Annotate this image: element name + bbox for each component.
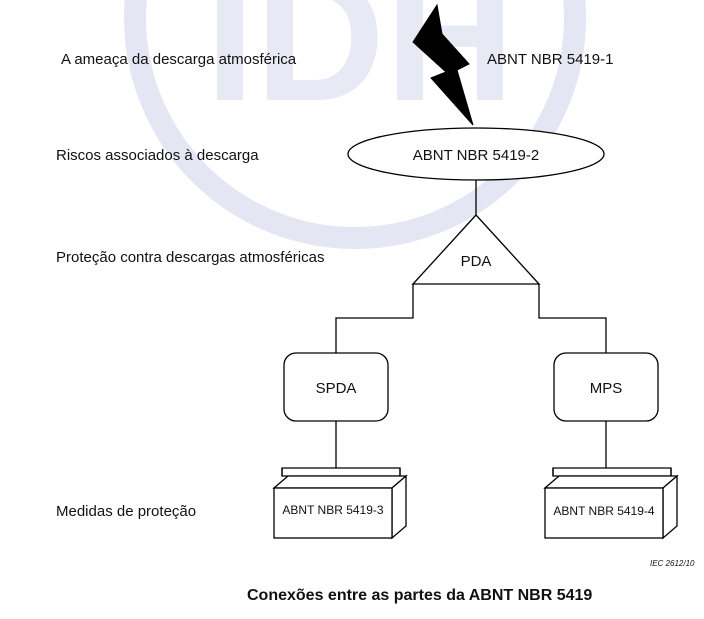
node-part3: ABNT NBR 5419-3 [272,467,408,540]
figure-reference: IEC 2612/10 [650,559,695,568]
level-label-risks: Riscos associados à descarga [56,147,259,164]
node-spda-label: SPDA [316,380,357,397]
node-pda-label: PDA [461,253,492,270]
node-part3-label: ABNT NBR 5419-3 [282,503,383,517]
node-part2-label: ABNT NBR 5419-2 [413,147,539,164]
level-label-measures: Medidas de proteção [56,503,196,520]
level-label-protection: Proteção contra descargas atmosféricas [56,249,324,266]
node-mps-label: MPS [590,380,623,397]
node-part4: ABNT NBR 5419-4 [543,467,679,540]
connector-pda-spda [335,284,414,353]
watermark-text: IDH [205,0,515,139]
connector-pda-mps [538,284,607,353]
node-part1-label: ABNT NBR 5419-1 [487,51,613,68]
node-part4-label: ABNT NBR 5419-4 [553,504,654,518]
figure-caption: Conexões entre as partes da ABNT NBR 541… [247,587,592,604]
lightning-bolt-icon [412,3,474,126]
watermark: IDH [124,0,586,249]
watermark-ring [124,0,586,249]
node-pda [411,214,541,285]
level-label-threat: A ameaça da descarga atmosférica [61,51,297,68]
